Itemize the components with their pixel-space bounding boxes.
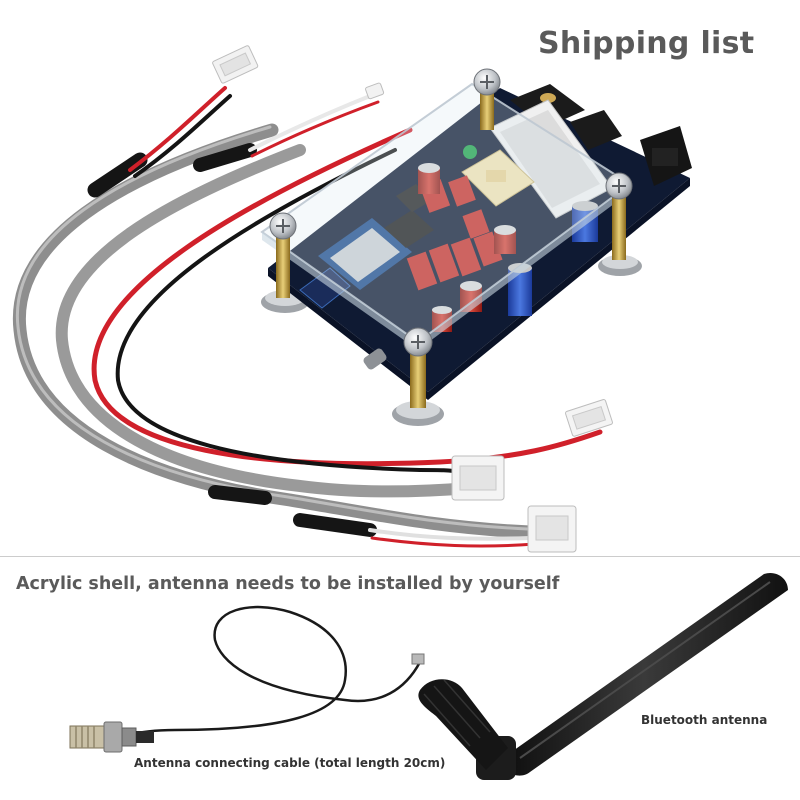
lower-wire-white <box>368 528 532 541</box>
sma-bulkhead <box>69 721 154 753</box>
top-wire-red2 <box>250 100 380 158</box>
bluetooth-antenna <box>418 572 788 780</box>
black-wire <box>115 148 422 472</box>
page-title: Shipping list <box>538 26 755 61</box>
heatshrink-4 <box>208 485 272 505</box>
connector-mid <box>451 455 505 501</box>
antenna-whip <box>500 572 788 776</box>
dc-jack <box>640 126 692 186</box>
bluetooth-module <box>299 218 412 309</box>
usb-c-port <box>363 348 387 370</box>
screws <box>269 68 633 357</box>
heatshrink-1 <box>87 152 148 198</box>
connector-top-right <box>365 82 385 100</box>
lower-wire-red <box>370 536 537 548</box>
antenna-cable-label: Antenna connecting cable (total length 2… <box>134 756 446 770</box>
relay <box>461 149 535 207</box>
brass-standoffs <box>276 90 626 408</box>
antenna-base <box>418 679 508 770</box>
connector-mid-right <box>565 399 613 437</box>
accessories-caption: Acrylic shell, antenna needs to be insta… <box>16 574 560 594</box>
wire-harness <box>12 86 603 548</box>
dac-board-assembly <box>260 68 692 426</box>
connector-top-left <box>212 45 259 84</box>
top-wire-black <box>133 94 232 178</box>
heatshrink-3 <box>293 513 377 537</box>
optical-jack <box>570 110 622 150</box>
heatshrink-2 <box>193 143 257 172</box>
bluetooth-antenna-label: Bluetooth antenna <box>641 713 768 727</box>
antenna-coax-loop <box>124 605 422 738</box>
section-divider <box>0 556 800 557</box>
ufl-connector <box>411 653 425 665</box>
gray-cable-inner <box>55 144 476 498</box>
gray-cable-outer-highlight <box>15 125 530 531</box>
jst-connectors <box>212 45 613 553</box>
connector-lower <box>527 505 577 553</box>
green-led <box>463 145 477 159</box>
top-wire-red <box>128 86 227 172</box>
top-wire-white <box>248 94 372 152</box>
antenna-cable-assembly <box>69 605 425 753</box>
